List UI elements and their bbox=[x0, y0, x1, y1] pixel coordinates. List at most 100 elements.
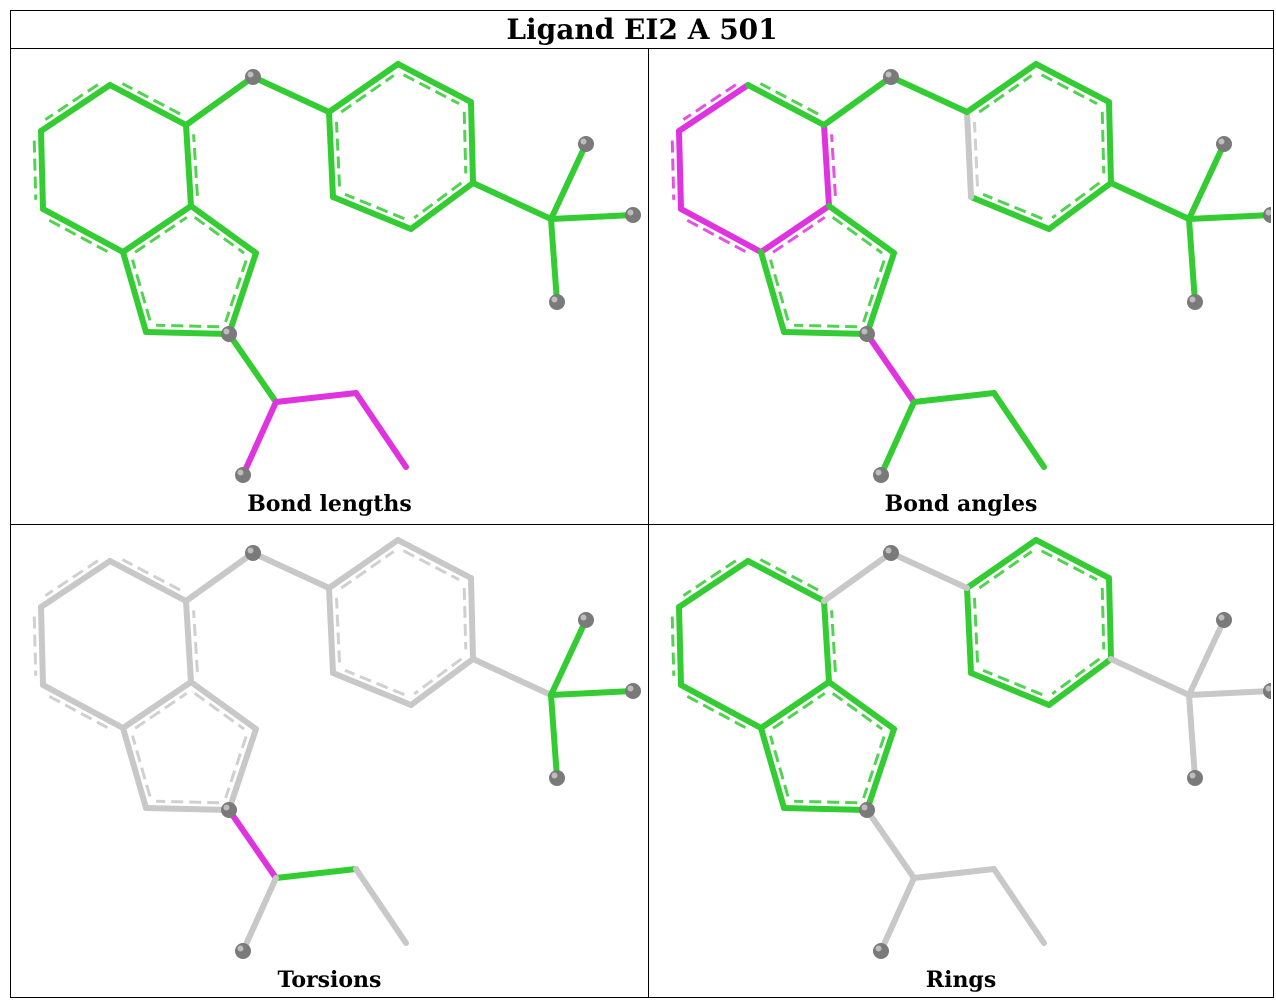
bond-neutral bbox=[991, 866, 1047, 946]
atom-highlight bbox=[223, 328, 230, 335]
bond-good bbox=[326, 109, 336, 200]
bond-good bbox=[1033, 537, 1112, 581]
bond-good bbox=[964, 61, 1039, 115]
table-title: Ligand EI2 A 501 bbox=[11, 11, 1273, 49]
bond-good bbox=[548, 688, 636, 698]
atom-highlight bbox=[551, 772, 558, 779]
bond-neutral bbox=[120, 679, 194, 731]
bond-good bbox=[38, 128, 46, 212]
aromatic-bond-dash bbox=[794, 799, 858, 805]
aromatic-bond-dash bbox=[340, 74, 395, 114]
aromatic-bond-dash bbox=[772, 692, 826, 730]
aromatic-bond-dash bbox=[1051, 657, 1101, 696]
aromatic-bond-dash bbox=[131, 259, 152, 321]
bond-good bbox=[395, 61, 474, 105]
aromatic-bond-dash bbox=[982, 192, 1043, 221]
atom-highlight bbox=[1189, 296, 1196, 303]
bond-neutral bbox=[250, 550, 332, 591]
aromatic-bond-dash bbox=[413, 181, 463, 220]
aromatic-bond-dash bbox=[686, 219, 749, 255]
atom-marker bbox=[625, 207, 641, 223]
atom-highlight bbox=[237, 945, 244, 952]
bond-good bbox=[1046, 180, 1114, 232]
aromatic-bond-dash bbox=[670, 616, 676, 676]
aromatic-bond-dash bbox=[48, 219, 111, 255]
atom-marker bbox=[221, 326, 237, 342]
bond-neutral bbox=[353, 866, 409, 946]
ligand-table: Ligand EI2 A 501 Bond lengths Bond angle… bbox=[10, 10, 1274, 998]
aromatic-bond-dash bbox=[862, 260, 886, 323]
panel-bond-angles: Bond angles bbox=[649, 49, 1273, 525]
aromatic-bond-dash bbox=[32, 616, 38, 676]
aromatic-bond-dash bbox=[462, 587, 468, 650]
aromatic-bond-dash bbox=[192, 134, 199, 196]
atom-highlight bbox=[627, 685, 634, 692]
bond-good bbox=[745, 558, 827, 604]
bond-good bbox=[1106, 575, 1114, 662]
aromatic-bond-dash bbox=[682, 83, 737, 121]
atom-highlight bbox=[861, 804, 868, 811]
atom-marker bbox=[1187, 294, 1203, 310]
bond-neutral bbox=[183, 598, 194, 685]
atom-highlight bbox=[580, 138, 587, 145]
bond-neutral bbox=[864, 807, 917, 881]
bond-good bbox=[326, 61, 401, 115]
aromatic-bond-dash bbox=[32, 140, 38, 200]
bond-good bbox=[826, 679, 897, 732]
bond-good bbox=[183, 122, 194, 209]
bond-outlier bbox=[226, 807, 279, 881]
aromatic-bond-dash bbox=[862, 736, 886, 799]
bond-neutral bbox=[188, 679, 259, 732]
bond-good bbox=[758, 679, 832, 731]
aromatic-bond-dash bbox=[402, 549, 460, 581]
bond-neutral bbox=[326, 537, 401, 591]
aromatic-bond-dash bbox=[334, 597, 342, 663]
bond-good bbox=[968, 670, 1052, 708]
bond-good bbox=[548, 141, 589, 222]
atom-marker bbox=[1216, 612, 1232, 628]
bond-good bbox=[107, 82, 189, 128]
bond-neutral bbox=[38, 558, 113, 610]
bond-neutral bbox=[911, 866, 997, 881]
aromatic-bond-dash bbox=[1040, 549, 1098, 581]
atom-marker bbox=[873, 943, 889, 959]
molecule-diagram-rings bbox=[670, 537, 1271, 959]
atom-highlight bbox=[875, 945, 882, 952]
aromatic-bond-dash bbox=[831, 216, 883, 255]
bond-good bbox=[548, 617, 589, 698]
bond-good bbox=[821, 74, 894, 128]
atom-highlight bbox=[223, 804, 230, 811]
bond-good bbox=[273, 866, 359, 881]
bond-good bbox=[991, 390, 1047, 470]
bond-outlier bbox=[678, 206, 764, 255]
bond-good bbox=[758, 725, 787, 811]
atom-highlight bbox=[875, 469, 882, 476]
panel-caption: Bond lengths bbox=[247, 491, 412, 517]
aromatic-bond-dash bbox=[121, 558, 181, 592]
bond-good bbox=[1186, 216, 1198, 305]
atom-highlight bbox=[861, 328, 868, 335]
aromatic-bond-dash bbox=[193, 216, 245, 255]
aromatic-bond-dash bbox=[769, 735, 790, 797]
bond-good bbox=[548, 692, 560, 781]
bond-neutral bbox=[470, 656, 554, 698]
aromatic-bond-dash bbox=[402, 73, 460, 105]
atom-highlight bbox=[627, 209, 634, 216]
bond-good bbox=[226, 331, 279, 405]
atom-marker bbox=[245, 545, 261, 561]
molecule-diagram-torsions bbox=[32, 537, 641, 959]
bond-good bbox=[911, 390, 997, 405]
panel-rings: Rings bbox=[649, 525, 1273, 997]
bond-good bbox=[964, 585, 974, 676]
bond-outlier bbox=[676, 82, 751, 134]
atom-highlight bbox=[885, 71, 892, 78]
aromatic-bond-dash bbox=[193, 692, 245, 731]
atom-highlight bbox=[1265, 685, 1271, 692]
aromatic-bond-dash bbox=[972, 597, 980, 663]
bond-good bbox=[468, 99, 476, 186]
aromatic-bond-dash bbox=[1100, 111, 1106, 174]
panel-torsions: Torsions bbox=[11, 525, 649, 997]
molecule-diagram-bond-angles bbox=[670, 61, 1271, 483]
bond-good bbox=[1033, 61, 1112, 105]
panel-caption: Rings bbox=[925, 967, 997, 993]
